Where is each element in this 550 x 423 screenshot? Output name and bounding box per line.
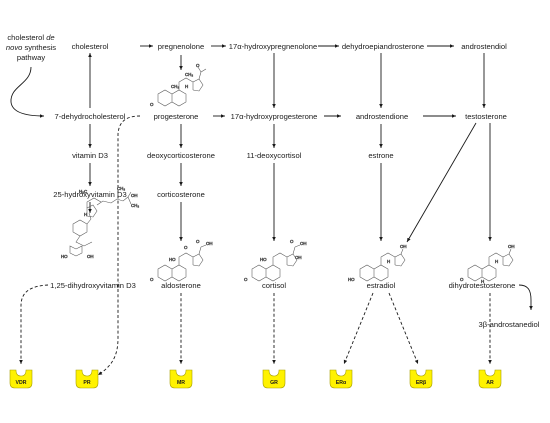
atom-ho: HO xyxy=(169,257,176,262)
arrow-testosterone-estradiol xyxy=(406,122,477,243)
atom-h3c: H₃C xyxy=(79,189,87,194)
atom-o: O xyxy=(196,239,200,244)
receptor-gr-label: GR xyxy=(270,380,278,386)
label-11-deoxycortisol: 11-deoxycortisol xyxy=(247,151,302,160)
receptor-mr: MR xyxy=(169,369,193,389)
label-17a-hydroxyprogesterone: 17α-hydroxyprogesterone xyxy=(231,112,318,121)
label-estrone: estrone xyxy=(368,151,393,160)
receptor-arrows xyxy=(19,115,492,376)
structure-cortisol: OH O OH HO O xyxy=(244,239,307,283)
receptor-pr: PR xyxy=(75,369,99,389)
receptors: VDR PR MR GR ERα ERβ AR xyxy=(9,369,502,389)
receptor-pr-label: PR xyxy=(83,380,90,386)
atom-o: O xyxy=(184,245,188,250)
dashed-arrow-to-er-alpha xyxy=(343,292,374,365)
label-3b-androstanediol: 3β-androstanediol xyxy=(479,320,540,329)
atom-h: H xyxy=(84,212,87,217)
atom-o: O xyxy=(150,277,154,282)
receptor-gr: GR xyxy=(262,369,286,389)
atom-ho: HO xyxy=(61,254,68,259)
pathway-arrows xyxy=(10,44,533,310)
atom-h: H xyxy=(495,259,498,264)
receptor-vdr-label: VDR xyxy=(16,380,27,386)
label-cholesterol-de-novo-line2: novo synthesis xyxy=(6,43,56,52)
atom-ch3: CH₃ xyxy=(185,72,193,77)
atom-h: H xyxy=(481,279,484,284)
atom-o: O xyxy=(290,239,294,244)
atom-o: O xyxy=(460,277,464,282)
label-androstendione: androstendione xyxy=(356,112,408,121)
atom-h: H xyxy=(387,259,390,264)
label-androstendiol: androstendiol xyxy=(461,42,507,51)
receptor-er-beta-label: ERβ xyxy=(416,380,426,386)
receptor-mr-label: MR xyxy=(177,380,185,386)
label-corticosterone: corticosterone xyxy=(157,190,205,199)
structure-vitamin-d: H₃C CH₃ CH₃ OH HO OH H xyxy=(61,186,140,260)
label-cholesterol-de-novo-line3: pathway xyxy=(17,53,45,62)
dashed-arrow-to-vdr xyxy=(19,284,49,364)
atom-h: H xyxy=(185,84,188,89)
receptor-ar-label: AR xyxy=(486,380,494,386)
receptor-vdr: VDR xyxy=(9,369,33,389)
atom-ch3: CH₃ xyxy=(131,203,139,208)
atom-ho: HO xyxy=(348,277,355,282)
label-cortisol: cortisol xyxy=(262,281,286,290)
atom-ch3: CH₃ xyxy=(117,186,125,191)
atom-oh: OH xyxy=(206,241,213,246)
atom-ho: HO xyxy=(260,257,267,262)
label-cholesterol: cholesterol xyxy=(72,42,109,51)
atom-oh: OH xyxy=(295,255,302,260)
label-vitamin-d3: vitamin D3 xyxy=(72,151,108,160)
label-7-dehydrocholesterol: 7-dehydrocholesterol xyxy=(55,112,126,121)
atom-oh: OH xyxy=(400,244,407,249)
atom-oh: OH xyxy=(300,241,307,246)
atom-oh: OH xyxy=(508,244,515,249)
atom-o: O xyxy=(244,277,248,282)
structure-estradiol: OH HO H xyxy=(348,244,407,283)
label-dehydroepiandrosterone: dehydroepiandrosterone xyxy=(342,42,424,51)
receptor-er-alpha: ERα xyxy=(329,369,353,389)
label-dihydrotestosterone: dihydrotestosterone xyxy=(449,281,516,290)
receptor-er-alpha-label: ERα xyxy=(336,380,347,386)
label-25-hydroxyvitamin-d3: 25-hydroxyvitamin D3 xyxy=(53,190,126,199)
arrow-de-novo-7dhc xyxy=(10,66,45,118)
label-cholesterol-de-novo-line1: cholesterol de xyxy=(7,33,54,42)
structure-pregnenolone: O CH₃ CH₃ O H xyxy=(150,63,207,107)
structure-aldosterone: OH O HO O O xyxy=(150,239,213,283)
arrow-dht-androstanediol xyxy=(518,284,533,310)
dashed-arrow-to-er-beta xyxy=(388,292,419,365)
atom-oh: OH xyxy=(87,254,94,259)
receptor-ar: AR xyxy=(478,369,502,389)
node-labels: cholesterol de novo synthesis pathway ch… xyxy=(6,33,540,329)
atom-o: O xyxy=(150,102,154,107)
receptor-er-beta: ERβ xyxy=(409,369,433,389)
atom-ch3: CH₃ xyxy=(171,84,179,89)
label-pregnenolone: pregnenolone xyxy=(158,42,204,51)
label-progesterone: progesterone xyxy=(154,112,199,121)
atom-o: O xyxy=(196,63,200,68)
label-17a-hydroxypregnenolone: 17α-hydroxypregnenolone xyxy=(229,42,317,51)
dashed-arrow-to-pr xyxy=(97,115,141,376)
label-aldosterone: aldosterone xyxy=(161,281,201,290)
structure-dihydrotestosterone: OH O H H xyxy=(460,244,515,285)
atom-oh: OH xyxy=(131,193,138,198)
label-1-25-dihydroxyvitamin-d3: 1,25-dihydroxyvitamin D3 xyxy=(50,281,136,290)
label-deoxycorticosterone: deoxycorticosterone xyxy=(147,151,215,160)
label-testosterone: testosterone xyxy=(465,112,507,121)
label-estradiol: estradiol xyxy=(367,281,396,290)
